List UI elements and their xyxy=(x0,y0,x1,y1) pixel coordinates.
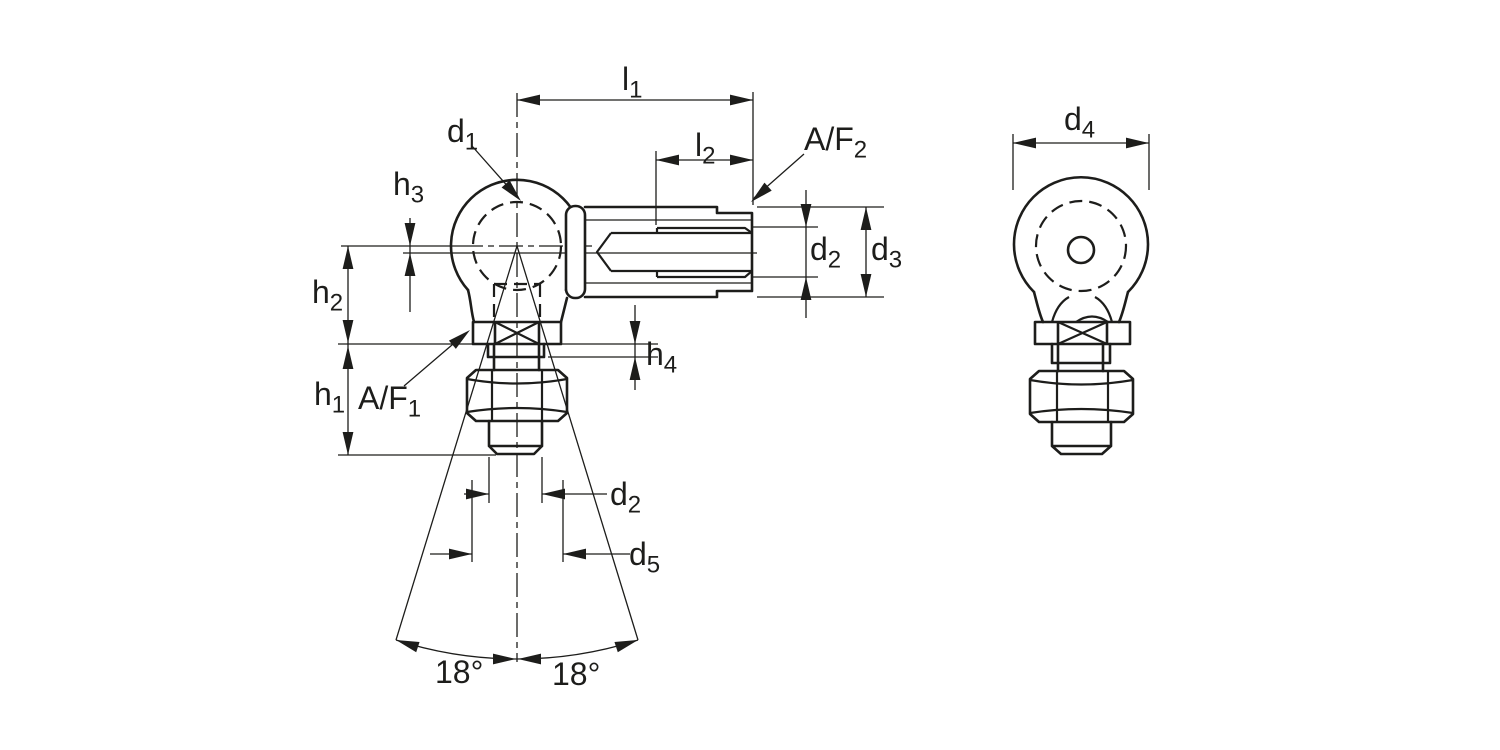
side-hidden-ball-outline xyxy=(1034,199,1128,293)
dim-label-d2-bottom: d2 xyxy=(610,476,642,519)
dim-label-af2: A/F2 xyxy=(804,121,868,164)
dim-label-d5: d5 xyxy=(629,536,661,579)
dim-label-d3: d3 xyxy=(871,231,903,274)
threaded-stud xyxy=(487,419,544,456)
washer-and-stud-neck xyxy=(486,342,546,372)
dim-label-h4: h4 xyxy=(646,336,678,379)
side-washer-and-stud-neck xyxy=(1050,342,1112,373)
dim-label-d1: d1 xyxy=(447,113,479,156)
dim-label-h3: h3 xyxy=(393,166,425,209)
side-collar xyxy=(1033,320,1132,346)
dim-label-angle-left: 18° xyxy=(435,654,484,690)
collar xyxy=(471,320,563,346)
side-threaded-stud xyxy=(1050,420,1113,456)
swivel-cone-lines xyxy=(395,245,639,660)
dim-label-h1: h1 xyxy=(314,376,346,419)
housing-lip xyxy=(564,204,587,300)
front-view xyxy=(338,92,884,665)
dim-label-af1: A/F1 xyxy=(358,380,422,423)
dim-label-h2: h2 xyxy=(312,274,344,317)
dim-label-d2-side: d2 xyxy=(810,231,842,274)
side-housing-dome xyxy=(1012,176,1150,324)
dim-label-d4: d4 xyxy=(1064,101,1096,144)
side-hex-nut xyxy=(1028,369,1135,424)
side-view xyxy=(1012,134,1150,456)
dim-label-angle-right: 18° xyxy=(552,656,601,692)
internal-thread xyxy=(595,226,753,279)
dim-label-l2: l2 xyxy=(695,127,716,170)
dim-label-l1: l1 xyxy=(622,61,643,104)
hex-nut xyxy=(465,368,569,423)
centerlines xyxy=(459,93,592,662)
housing-arm xyxy=(583,205,754,299)
side-center-hole xyxy=(1066,235,1096,265)
hidden-ball-outline xyxy=(471,200,563,321)
